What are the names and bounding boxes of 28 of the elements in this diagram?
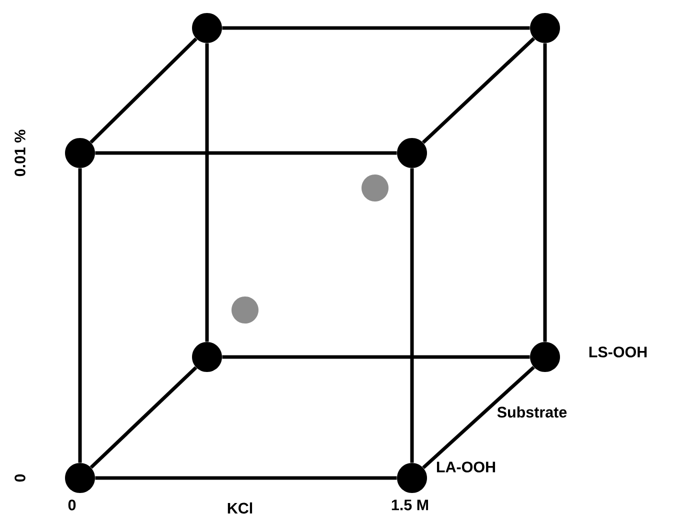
cube-edge xyxy=(422,366,535,470)
cube-edge xyxy=(95,476,397,480)
corner-point xyxy=(530,342,560,372)
cube-edge xyxy=(543,43,547,342)
cube-edge xyxy=(90,37,198,144)
axis-label: LS-OOH xyxy=(589,346,647,358)
cube-edge xyxy=(422,37,536,144)
axis-label: 0.01 % xyxy=(14,130,26,176)
corner-point xyxy=(397,138,427,168)
cube-edge xyxy=(410,168,414,463)
cube-edge xyxy=(222,26,530,30)
corner-point xyxy=(65,463,95,493)
cube-edge xyxy=(222,355,530,359)
cube-edge xyxy=(90,366,198,469)
cube-edge xyxy=(78,168,82,463)
axis-label: 0 xyxy=(14,474,26,482)
corner-point xyxy=(65,138,95,168)
center-point xyxy=(362,174,388,202)
corner-point xyxy=(192,342,222,372)
cube-edge xyxy=(95,151,397,155)
center-point xyxy=(232,296,258,324)
corner-point xyxy=(192,13,222,43)
axis-label: LA-OOH xyxy=(436,462,496,472)
axis-label: KCl xyxy=(228,502,252,514)
axis-label: Substrate xyxy=(497,406,567,418)
corner-point xyxy=(397,463,427,493)
cube-edge xyxy=(205,43,209,342)
corner-point xyxy=(530,13,560,43)
